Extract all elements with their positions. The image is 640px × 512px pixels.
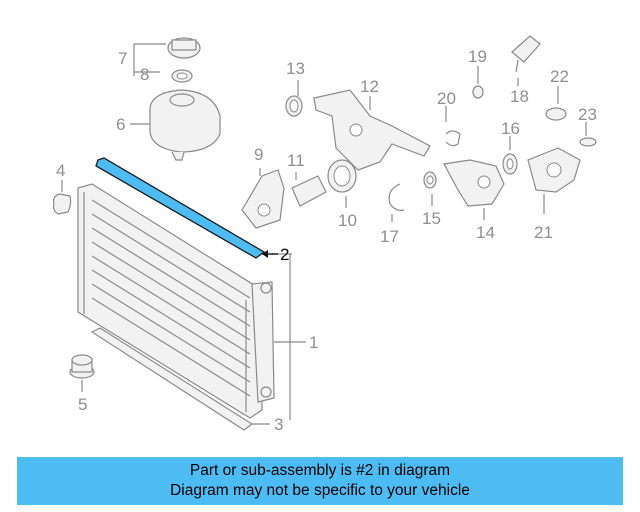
callout-4: 4	[56, 161, 65, 180]
flange-part-21	[527, 147, 581, 193]
callout-9: 9	[254, 145, 263, 164]
seal-part-19	[472, 85, 484, 99]
callout-11: 11	[287, 151, 305, 170]
flange-part-9	[241, 169, 285, 229]
callout-15: 15	[422, 209, 441, 228]
rubber-mount-part-4	[52, 193, 72, 215]
callout-20: 20	[437, 89, 456, 108]
seal-part-22	[545, 107, 567, 121]
callout-6: 6	[116, 115, 125, 134]
callout-7: 7	[118, 49, 127, 68]
callout-12: 12	[360, 77, 379, 96]
leader-lines	[61, 43, 587, 425]
radiator-part-1	[77, 183, 275, 419]
caption-banner: Part or sub-assembly is #2 in diagram Di…	[17, 457, 623, 505]
coolant-flange-part-12	[313, 89, 431, 171]
callout-19: 19	[468, 47, 487, 66]
expansion-tank-part-6	[149, 89, 221, 161]
callout-13: 13	[286, 59, 305, 78]
rubber-mount-part-5	[69, 354, 95, 379]
callout-1: 1	[309, 333, 318, 352]
flange-part-14	[443, 159, 505, 207]
cap-part-7	[167, 37, 201, 59]
callout-16: 16	[501, 119, 520, 138]
callout-10: 10	[338, 211, 357, 230]
hose-part-11	[291, 175, 327, 207]
callout-2: 2	[280, 245, 289, 264]
callout-14: 14	[476, 223, 495, 242]
callout-22: 22	[550, 67, 569, 86]
callout-3: 3	[274, 415, 283, 434]
callout-arrow-2	[262, 250, 278, 258]
seal-part-15	[423, 171, 437, 189]
caption-line-1: Part or sub-assembly is #2 in diagram	[189, 462, 451, 479]
seal-part-23	[579, 137, 597, 147]
clip-part-20	[445, 130, 461, 147]
highlighted-seal-part-2	[95, 157, 266, 259]
caption-line-2: Diagram may not be specific to your vehi…	[170, 482, 470, 499]
clip-part-17	[388, 183, 405, 211]
parts-diagram: 1 2 3 4 5 6 7 8 9 10 11 12 13 14 15 16 1…	[52, 35, 597, 434]
seal-part-10	[327, 159, 357, 193]
callout-23: 23	[578, 105, 597, 124]
seal-part-16	[502, 153, 518, 175]
callout-21: 21	[534, 223, 553, 242]
callout-18: 18	[510, 87, 529, 106]
seal-part-8	[171, 69, 193, 83]
sensor-part-18	[511, 35, 541, 73]
seal-part-13	[285, 95, 303, 117]
callout-17: 17	[380, 227, 399, 246]
callout-5: 5	[78, 395, 87, 414]
callout-8: 8	[140, 65, 149, 84]
